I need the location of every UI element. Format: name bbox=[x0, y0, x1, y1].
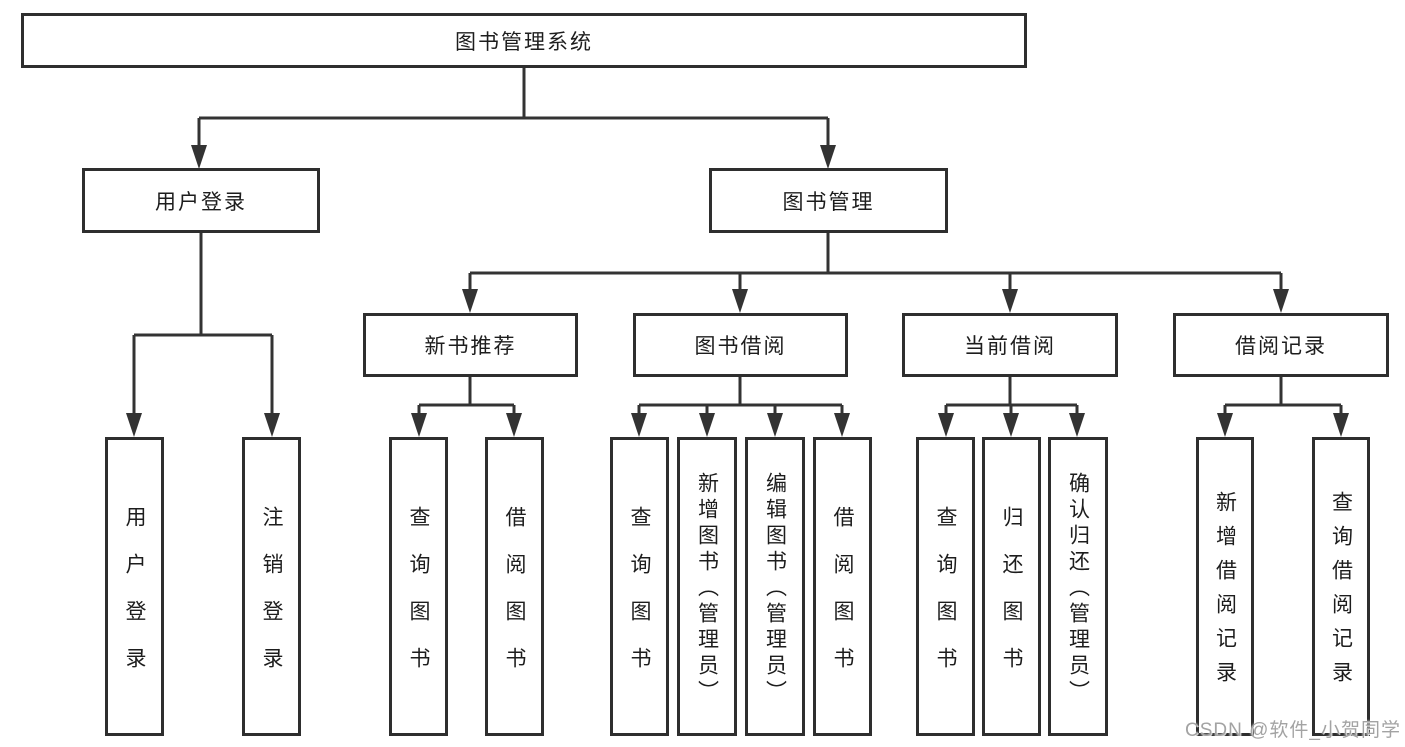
leaf-add-borrow-record: 新增借阅记录 bbox=[1196, 437, 1254, 736]
leaf-recommend-query-books-label: 查询图书 bbox=[407, 505, 430, 694]
arrowheads bbox=[126, 145, 1349, 437]
leaf-recommend-borrow-books-label: 借阅图书 bbox=[503, 505, 526, 694]
leaf-return-books-label: 归还图书 bbox=[1000, 505, 1023, 694]
leaf-borrowing-query-books: 查询图书 bbox=[610, 437, 669, 736]
leaf-borrowing-borrow-books: 借阅图书 bbox=[813, 437, 872, 736]
node-root-label: 图书管理系统 bbox=[455, 30, 593, 54]
leaf-recommend-borrow-books: 借阅图书 bbox=[485, 437, 544, 736]
node-book-management: 图书管理 bbox=[709, 168, 948, 233]
node-user-login-branch: 用户登录 bbox=[82, 168, 320, 233]
node-book-borrowing: 图书借阅 bbox=[633, 313, 848, 377]
node-current-borrowing-label: 当前借阅 bbox=[964, 335, 1056, 358]
leaf-current-query-books: 查询图书 bbox=[916, 437, 975, 736]
node-current-borrowing: 当前借阅 bbox=[902, 313, 1118, 377]
leaf-query-borrow-record: 查询借阅记录 bbox=[1312, 437, 1370, 736]
leaf-borrowing-query-books-label: 查询图书 bbox=[628, 505, 651, 694]
node-book-borrowing-label: 图书借阅 bbox=[694, 335, 787, 358]
leaf-user-login: 用户登录 bbox=[105, 437, 164, 736]
leaf-query-borrow-record-label: 查询借阅记录 bbox=[1329, 491, 1353, 695]
leaf-return-books: 归还图书 bbox=[982, 437, 1041, 736]
node-borrowing-records-label: 借阅记录 bbox=[1235, 335, 1327, 358]
leaf-edit-books-admin-label: 编辑图书（管理员） bbox=[763, 472, 787, 706]
leaf-borrowing-borrow-books-label: 借阅图书 bbox=[831, 505, 854, 694]
leaf-logout-label: 注销登录 bbox=[260, 505, 283, 694]
leaf-edit-books-admin: 编辑图书（管理员） bbox=[745, 437, 805, 736]
leaf-recommend-query-books: 查询图书 bbox=[389, 437, 448, 736]
leaf-logout: 注销登录 bbox=[242, 437, 301, 736]
leaf-user-login-label: 用户登录 bbox=[123, 505, 146, 694]
leaf-add-borrow-record-label: 新增借阅记录 bbox=[1213, 491, 1237, 695]
leaf-add-books-admin: 新增图书（管理员） bbox=[677, 437, 737, 736]
node-new-book-recommend: 新书推荐 bbox=[363, 313, 578, 377]
node-borrowing-records: 借阅记录 bbox=[1173, 313, 1389, 377]
leaf-add-books-admin-label: 新增图书（管理员） bbox=[695, 472, 719, 706]
node-new-book-recommend-label: 新书推荐 bbox=[424, 335, 517, 358]
leaf-current-query-books-label: 查询图书 bbox=[934, 505, 957, 694]
node-user-login-branch-label: 用户登录 bbox=[155, 190, 247, 214]
node-book-management-label: 图书管理 bbox=[782, 190, 875, 214]
leaf-confirm-return-admin-label: 确认归还（管理员） bbox=[1066, 472, 1090, 706]
leaf-confirm-return-admin: 确认归还（管理员） bbox=[1048, 437, 1108, 736]
csdn-watermark: CSDN @软件_小贺同学 bbox=[1185, 720, 1401, 741]
node-root-system: 图书管理系统 bbox=[21, 13, 1027, 68]
